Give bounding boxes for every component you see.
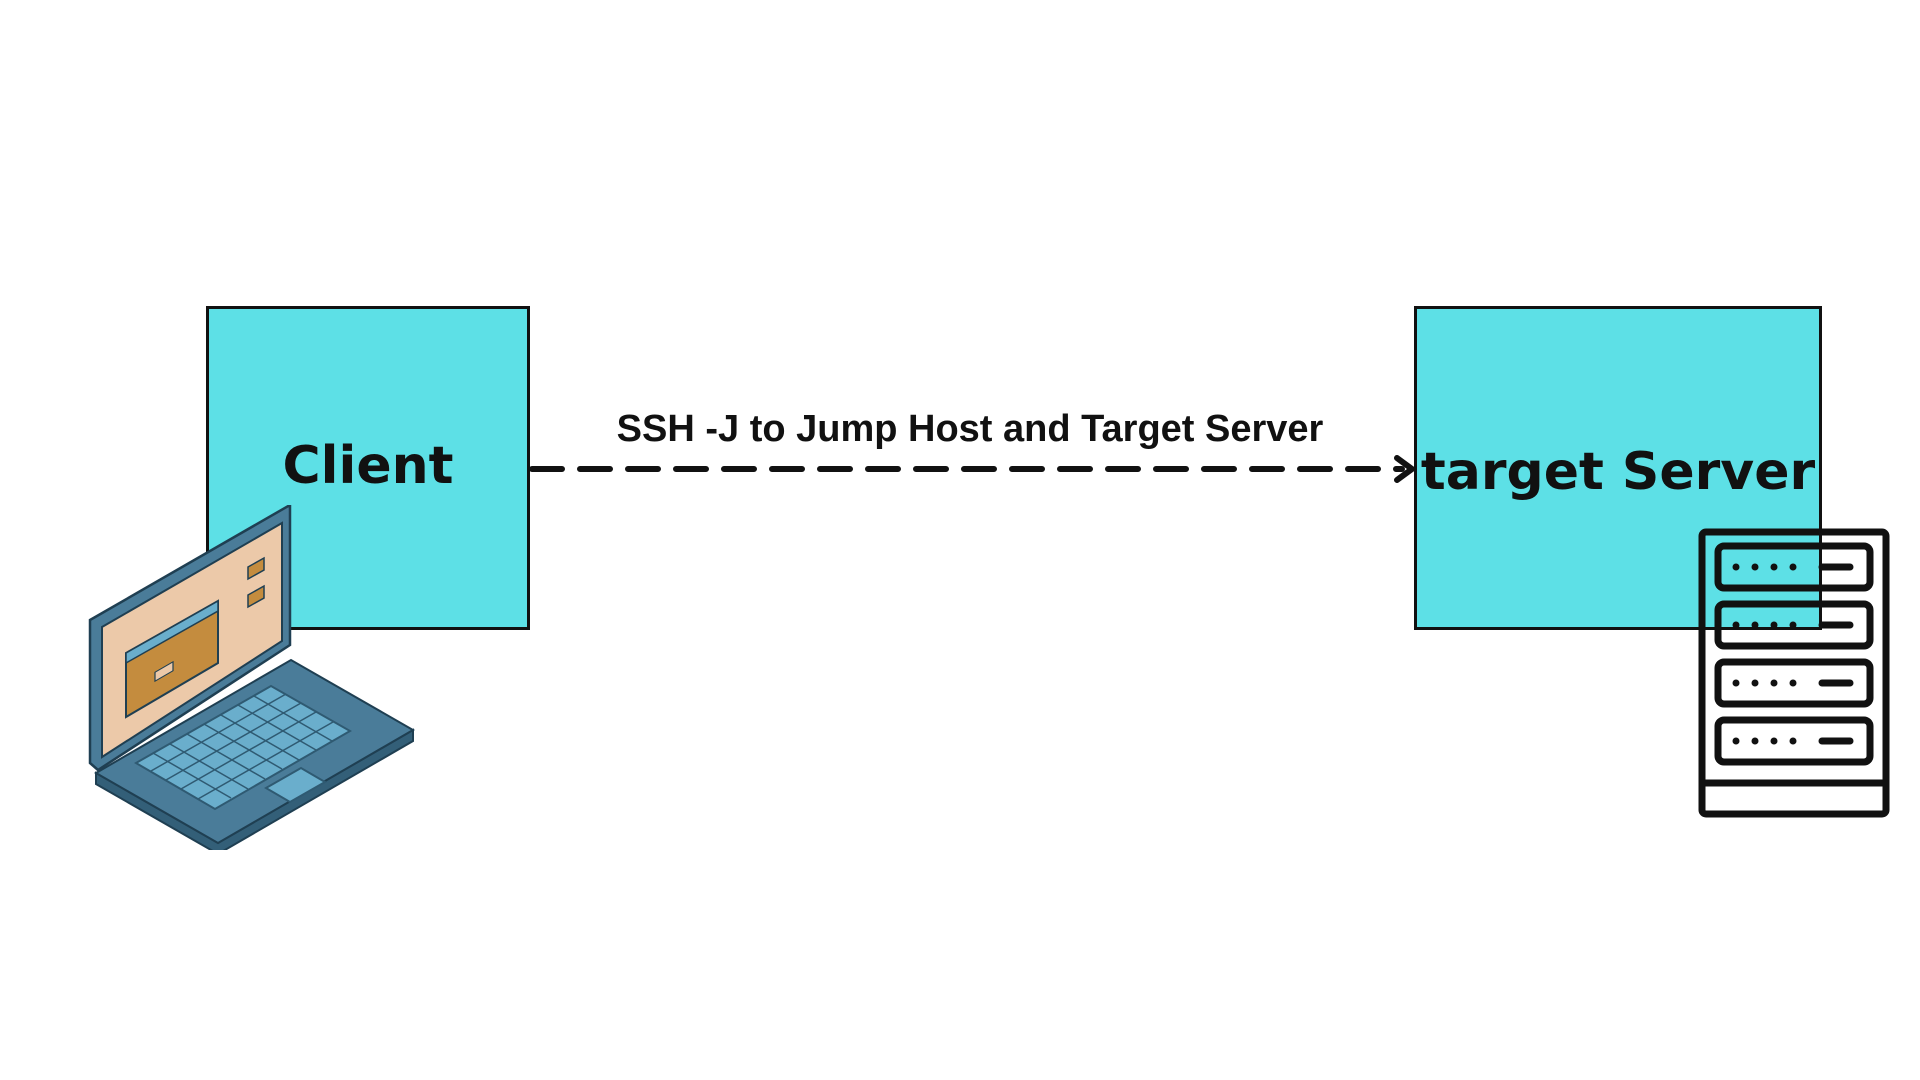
- client-label: Client: [282, 436, 454, 496]
- laptop-folder-icon: [247, 556, 265, 581]
- connection-label: SSH -J to Jump Host and Target Server: [616, 408, 1324, 450]
- laptop-folder-icon: [247, 584, 265, 609]
- laptop-touchpad: [264, 766, 327, 804]
- server-label: target Server: [1420, 442, 1816, 502]
- connection-arrowhead: [1394, 455, 1415, 483]
- laptop-app-titlebar: [125, 599, 219, 665]
- server-node-box: [1414, 306, 1822, 630]
- server-rack-frame: [1698, 528, 1890, 818]
- server-drive-slots: [1818, 563, 1854, 745]
- server-rack-icon: [1698, 528, 1890, 818]
- server-unit: [1714, 542, 1874, 766]
- server-indicator-dots: [1732, 563, 1797, 745]
- laptop-keyboard: [133, 684, 353, 811]
- laptop-icon: [88, 505, 416, 850]
